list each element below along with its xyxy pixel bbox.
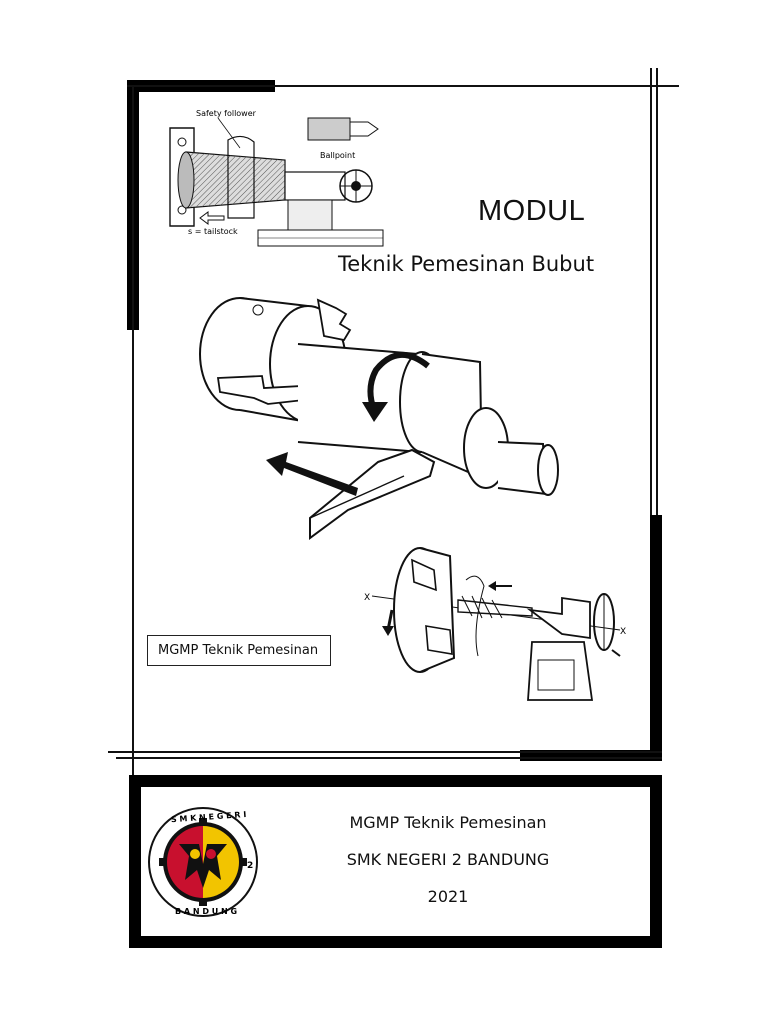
label-safety-follower: Safety follower bbox=[196, 109, 257, 118]
axis-label-right: X bbox=[620, 627, 626, 637]
page-subtitle: Teknik Pemesinan Bubut bbox=[338, 252, 595, 276]
frame-bottom-line-1 bbox=[108, 751, 662, 753]
mgmp-label-text: MGMP Teknik Pemesinan bbox=[158, 643, 319, 658]
label-ballpoint: Ballpoint bbox=[320, 151, 355, 160]
frame-right-bar bbox=[650, 515, 662, 761]
page-title: MODUL bbox=[478, 195, 586, 227]
logo-ring-number: 2 bbox=[247, 861, 253, 871]
frame-top-line bbox=[127, 85, 679, 87]
school-logo: S M K N E G E R I 2 B A N D U N G bbox=[148, 807, 258, 917]
axis-label-left: X bbox=[364, 593, 370, 603]
drilling-tailstock-illustration: X X bbox=[364, 547, 626, 701]
footer-line-year: 2021 bbox=[427, 887, 469, 906]
mgmp-label-box: MGMP Teknik Pemesinan bbox=[147, 635, 331, 666]
logo-ring-bottom: B A N D U N G bbox=[175, 907, 237, 916]
frame-left-line bbox=[132, 85, 134, 775]
tailstock-follower-illustration: Safety follower Ballpoint s = tailstock bbox=[169, 109, 384, 247]
footer-line-school: SMK NEGERI 2 BANDUNG bbox=[346, 850, 550, 869]
lathe-chuck-illustration bbox=[199, 297, 559, 540]
footer-line-organization: MGMP Teknik Pemesinan bbox=[349, 813, 547, 832]
frame-bottom-bar bbox=[520, 750, 662, 761]
label-tailstock: s = tailstock bbox=[188, 227, 238, 236]
footer-inner-frame bbox=[140, 786, 651, 937]
frame-right-line-2 bbox=[656, 68, 658, 758]
frame-bottom-line-2 bbox=[116, 757, 662, 759]
frame-right-line-1 bbox=[650, 68, 652, 758]
